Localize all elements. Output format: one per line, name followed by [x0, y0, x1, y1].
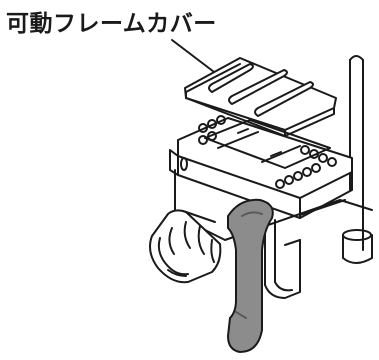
support-pole: [349, 55, 364, 251]
right-foot: [342, 229, 373, 264]
frame-block: [169, 115, 353, 219]
adjustment-knob: [149, 209, 222, 284]
handle-lever: [227, 198, 274, 353]
movable-frame-cover: [184, 57, 337, 137]
right-bracket: [264, 214, 301, 299]
callout-label-movable-frame-cover: 可動フレームカバー: [6, 11, 217, 37]
